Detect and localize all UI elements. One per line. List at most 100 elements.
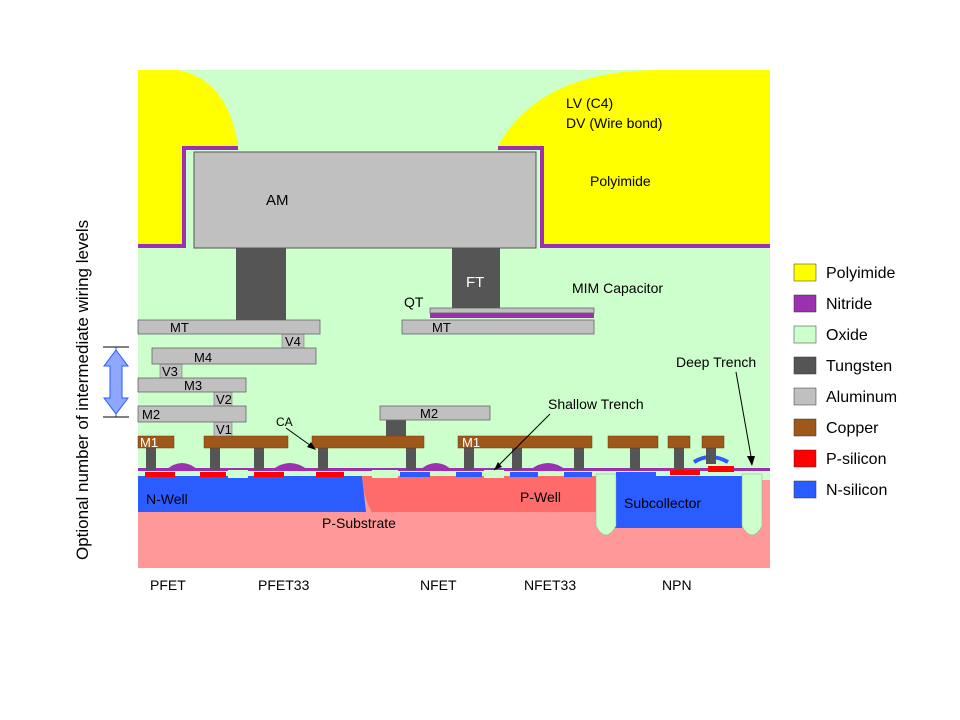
p-diffusion: [254, 472, 284, 477]
label-m2-left: M2: [142, 407, 160, 422]
legend-label: Tungsten: [826, 358, 892, 375]
m1-wire: [137, 435, 175, 449]
legend-label: N-silicon: [826, 482, 887, 499]
label-deep-trench: Deep Trench: [676, 354, 756, 370]
label-v3: V3: [162, 364, 178, 379]
m2-wire-right: [379, 405, 491, 421]
legend-swatch: [793, 418, 817, 437]
label-shallow-trench: Shallow Trench: [548, 396, 644, 412]
ca-contact: [630, 448, 640, 470]
label-v4: V4: [285, 334, 301, 349]
ca-contact: [318, 448, 328, 470]
mt-wire-right: [401, 319, 595, 335]
label-m1-left: M1: [140, 435, 158, 450]
legend-swatch: [793, 325, 817, 344]
shallow-trench-c: [484, 470, 504, 478]
p-diffusion: [670, 470, 700, 475]
device-label-nfet33: NFET33: [524, 577, 576, 593]
m4-wire: [151, 347, 317, 365]
am-via-left: [236, 248, 286, 320]
label-v2: V2: [216, 392, 232, 407]
label-mt-left: MT: [170, 320, 189, 335]
p-diffusion: [708, 466, 734, 472]
m1-wire: [457, 435, 593, 449]
label-m4: M4: [194, 350, 212, 365]
m1-wire: [701, 435, 725, 449]
m2-via-tungsten: [386, 420, 406, 436]
label-m2-right: M2: [420, 406, 438, 421]
legend-label: Aluminum: [826, 389, 897, 406]
gate: [420, 463, 452, 470]
n-diffusion: [456, 472, 482, 477]
label-polyimide: Polyimide: [590, 173, 651, 189]
label-m3: M3: [184, 378, 202, 393]
side-label: Optional number of intermediate wiring l…: [73, 220, 92, 560]
label-v1: V1: [216, 422, 232, 437]
mt-wire-left: [137, 319, 321, 335]
label-p-substrate: P-Substrate: [322, 515, 396, 531]
deep-trench-arrow: [735, 371, 753, 463]
gate: [166, 463, 198, 470]
ca-contact: [146, 448, 156, 470]
mim-nitride: [430, 313, 594, 318]
label-lv: LV (C4): [566, 95, 613, 111]
ca-contact: [254, 448, 264, 470]
legend-label: Nitride: [826, 296, 872, 313]
label-dv: DV (Wire bond): [566, 115, 662, 131]
n-diffusion: [510, 472, 538, 477]
nitride-liner-left: [138, 146, 238, 248]
ft-via: [452, 248, 500, 308]
legend: PolyimideNitrideOxideTungstenAluminumCop…: [793, 263, 897, 499]
n-diffusion: [564, 472, 592, 477]
ca-contact: [406, 448, 416, 470]
legend-swatch: [793, 387, 817, 406]
legend-swatch: [793, 294, 817, 313]
ca-contact: [464, 448, 474, 470]
gate: [272, 463, 308, 470]
ca-contact: [210, 448, 220, 470]
device-label-nfet: NFET: [420, 577, 457, 593]
label-mt-right: MT: [432, 320, 451, 335]
deep-trench-left: [595, 473, 617, 536]
m1-wire: [311, 435, 425, 449]
shallow-trench-b: [372, 470, 398, 478]
legend-swatch: [793, 449, 817, 468]
device-label-npn: NPN: [662, 577, 692, 593]
legend-swatch: [793, 480, 817, 499]
label-ca: CA: [276, 415, 293, 429]
m3-wire: [137, 377, 247, 393]
label-am: AM: [266, 192, 289, 209]
n-well-region: [138, 476, 366, 512]
device-label-pfet33: PFET33: [258, 577, 310, 593]
label-mim: MIM Capacitor: [572, 280, 663, 296]
p-diffusion: [200, 472, 226, 477]
m1-wire: [203, 435, 289, 449]
gate: [530, 463, 566, 470]
n-diffusion: [400, 472, 430, 477]
legend-swatch: [793, 263, 817, 282]
wiring-levels-arrow: [103, 346, 129, 418]
label-m1-right: M1: [462, 435, 480, 450]
subcollector-region: [614, 476, 742, 528]
label-n-well: N-Well: [146, 491, 188, 507]
ca-contact: [574, 448, 584, 470]
m1-wire: [607, 435, 659, 449]
label-ft: FT: [466, 274, 484, 291]
ca-contact: [512, 448, 522, 470]
shallow-trench-arrow: [493, 413, 551, 471]
surface-nitride-strip: [138, 468, 770, 471]
nitride-liner-right: [498, 146, 770, 248]
polyimide-left: [138, 70, 238, 248]
device-label-pfet: PFET: [150, 577, 186, 593]
p-well-region: [362, 476, 598, 512]
ca-contact: [674, 448, 684, 470]
ca-contact: [706, 448, 716, 464]
polyimide-right: [498, 70, 770, 248]
legend-label: Polyimide: [826, 265, 895, 282]
p-diffusion: [316, 472, 344, 477]
label-qt: QT: [404, 294, 424, 310]
legend-swatch: [793, 356, 817, 375]
legend-label: P-silicon: [826, 451, 886, 468]
deep-trench-right: [741, 473, 763, 536]
